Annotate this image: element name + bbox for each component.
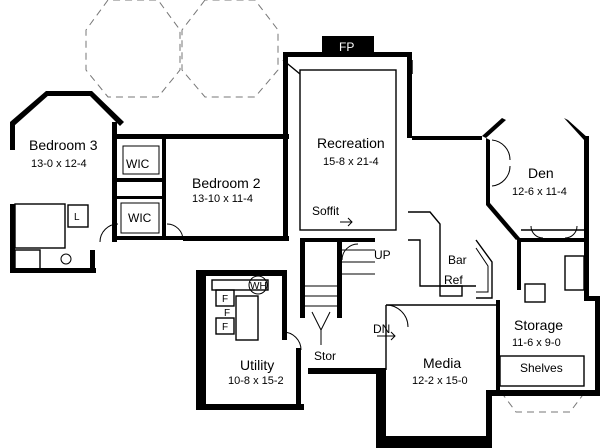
label-bar: Bar: [448, 253, 467, 267]
door-swings: [99, 139, 578, 351]
room-storage-size: 11-6 x 9-0: [512, 337, 561, 349]
label-fireplace: FP: [339, 40, 354, 54]
room-recreation-size: 15-8 x 21-4: [323, 156, 379, 168]
label-furnace-2: F: [222, 322, 228, 333]
label-water-heater: WH: [250, 281, 267, 292]
interior-lines: [14, 59, 585, 387]
room-bedroom2-name: Bedroom 2: [192, 175, 261, 191]
label-linen: L: [74, 212, 80, 223]
room-labels: Bedroom 3 13-0 x 12-4 Bedroom 2 13-10 x …: [29, 135, 567, 387]
label-furnace-3: F: [224, 308, 230, 319]
label-up: UP: [374, 248, 391, 262]
label-wic-lower: WIC: [128, 211, 152, 225]
label-furnace-1: F: [222, 294, 228, 305]
walls: [10, 36, 600, 448]
room-den-name: Den: [528, 165, 554, 181]
label-stor: Stor: [314, 349, 336, 363]
room-utility-size: 10-8 x 15-2: [228, 375, 284, 387]
room-recreation-name: Recreation: [317, 135, 385, 151]
label-wic-upper: WIC: [126, 157, 150, 171]
room-media-size: 12-2 x 15-0: [412, 375, 468, 387]
label-soffit: Soffit: [312, 204, 340, 218]
fixture-labels: WIC WIC FP Soffit UP DN Bar Ref Stor She…: [74, 40, 563, 375]
room-media-name: Media: [423, 355, 461, 371]
arrows: [340, 217, 396, 341]
label-dn: DN: [373, 322, 390, 336]
room-bedroom3-name: Bedroom 3: [29, 137, 98, 153]
room-storage-name: Storage: [514, 317, 563, 333]
label-shelves: Shelves: [520, 361, 563, 375]
room-den-size: 12-6 x 11-4: [512, 186, 567, 198]
room-bedroom2-size: 13-10 x 11-4: [192, 193, 253, 205]
room-bedroom3-size: 13-0 x 12-4: [31, 158, 87, 170]
label-ref: Ref: [444, 273, 463, 287]
room-utility-name: Utility: [240, 357, 274, 373]
